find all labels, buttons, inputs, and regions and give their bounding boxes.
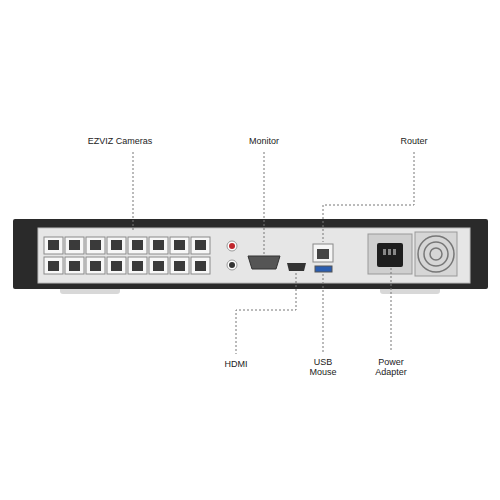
rj45-port bbox=[86, 237, 105, 254]
hdmi-port bbox=[287, 263, 306, 271]
callout-label: Monitor bbox=[234, 136, 294, 146]
rj45-port bbox=[44, 257, 63, 274]
lan-port-hole bbox=[317, 249, 329, 259]
rj45-port bbox=[107, 257, 126, 274]
pin bbox=[383, 249, 386, 255]
rj45-port bbox=[128, 257, 147, 274]
rj45-port bbox=[65, 257, 84, 274]
rj45-port bbox=[44, 237, 63, 254]
callout-label: Power Adapter bbox=[371, 357, 411, 377]
leader-line bbox=[236, 273, 296, 354]
rj45-hole bbox=[111, 261, 122, 271]
rj45-hole bbox=[174, 240, 185, 250]
leader-lines bbox=[133, 152, 414, 354]
leader-line bbox=[264, 152, 265, 255]
callout-label: USB Mouse bbox=[305, 357, 341, 377]
rj45-port bbox=[86, 257, 105, 274]
rj45-hole bbox=[174, 261, 185, 271]
rj45-hole bbox=[153, 240, 164, 250]
rj45-hole bbox=[90, 240, 101, 250]
fan-grill bbox=[418, 236, 454, 272]
audio-in-jack bbox=[229, 243, 235, 249]
rj45-hole bbox=[48, 240, 59, 250]
leader-line bbox=[133, 152, 134, 232]
rj45-port bbox=[107, 237, 126, 254]
audio-out-jack bbox=[229, 262, 235, 268]
rear-panel bbox=[38, 228, 470, 283]
leader-line bbox=[391, 268, 392, 352]
fan-grill bbox=[430, 248, 442, 260]
pin bbox=[388, 249, 391, 255]
callout-label: Router bbox=[384, 136, 444, 146]
callout-label: EZVIZ Cameras bbox=[70, 136, 170, 146]
rj45-hole bbox=[153, 261, 164, 271]
rj45-port bbox=[191, 257, 210, 274]
rj45-port bbox=[149, 257, 168, 274]
leader-line bbox=[323, 152, 414, 242]
fan-plate bbox=[415, 232, 457, 276]
rj45-hole bbox=[69, 261, 80, 271]
leader-line bbox=[323, 274, 324, 352]
audio-out-ring bbox=[227, 260, 237, 270]
rj45-port bbox=[128, 237, 147, 254]
fan-grill bbox=[424, 242, 448, 266]
rj45-hole bbox=[90, 261, 101, 271]
rj45-hole bbox=[132, 240, 143, 250]
rj45-ports bbox=[44, 237, 210, 274]
audio-in-ring bbox=[227, 241, 237, 251]
rj45-hole bbox=[111, 240, 122, 250]
rj45-hole bbox=[195, 261, 206, 271]
rj45-hole bbox=[195, 240, 206, 250]
lan-port bbox=[313, 244, 333, 262]
rj45-port bbox=[65, 237, 84, 254]
rj45-hole bbox=[48, 261, 59, 271]
vga-port bbox=[248, 256, 280, 269]
rj45-port bbox=[170, 257, 189, 274]
rj45-hole bbox=[132, 261, 143, 271]
usb-port bbox=[315, 266, 332, 272]
rj45-port bbox=[149, 237, 168, 254]
rj45-port bbox=[170, 237, 189, 254]
power-inlet bbox=[377, 243, 403, 267]
callout-label: HDMI bbox=[211, 359, 261, 369]
power-plate bbox=[368, 234, 412, 274]
nvr-housing bbox=[13, 219, 488, 289]
rj45-port bbox=[191, 237, 210, 254]
pin bbox=[393, 249, 396, 255]
rj45-hole bbox=[69, 240, 80, 250]
